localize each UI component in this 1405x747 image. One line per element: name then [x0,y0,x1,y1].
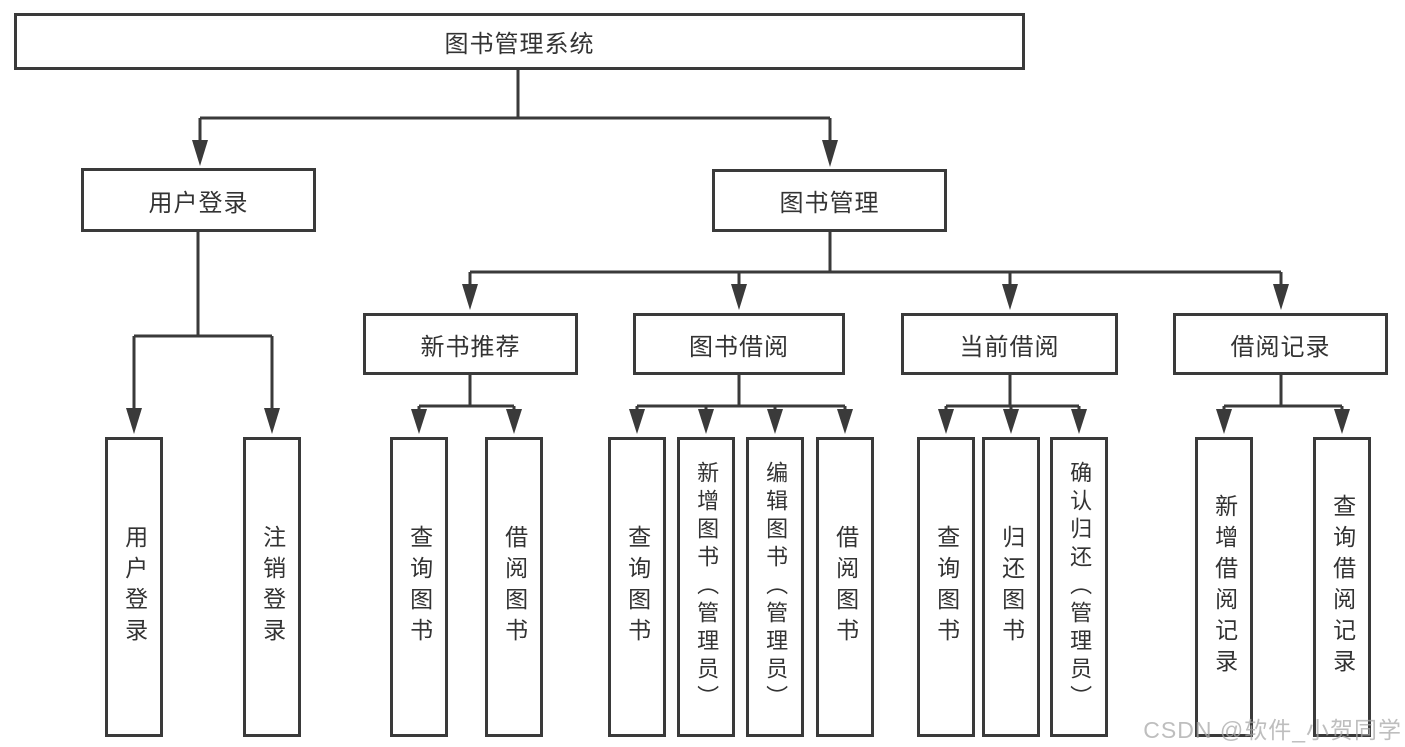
node-leaf-current-query-book-label: 查询图书 [933,525,960,649]
node-leaf-recommend-borrow-book: 借阅图书 [485,437,543,737]
node-leaf-add-book-admin: 新增图书（管理员） [677,437,735,737]
node-leaf-add-book-admin-label: 新增图书（管理员） [694,461,720,713]
connector-book-mgmt-split [462,232,1289,310]
node-book-management-label: 图书管理 [779,190,880,217]
node-leaf-query-borrow-record: 查询借阅记录 [1313,437,1371,737]
node-leaf-current-query-book: 查询图书 [917,437,975,737]
node-leaf-confirm-return-admin: 确认归还（管理员） [1050,437,1108,737]
node-current-borrow: 当前借阅 [901,313,1118,375]
node-leaf-recommend-query-book-label: 查询图书 [406,525,433,649]
node-leaf-borrow-query-book-label: 查询图书 [624,525,651,649]
node-leaf-add-borrow-record-label: 新增借阅记录 [1211,494,1238,680]
node-borrow-records-label: 借阅记录 [1230,333,1331,361]
connector-borrow-records-split [1216,375,1350,434]
node-book-management: 图书管理 [712,169,947,232]
node-leaf-return-book: 归还图书 [982,437,1040,737]
node-leaf-return-book-label: 归还图书 [998,525,1025,649]
node-leaf-user-login-label: 用户登录 [121,525,148,649]
connector-new-book-rec-split [411,375,522,434]
node-book-borrow: 图书借阅 [633,313,845,375]
node-leaf-logout: 注销登录 [243,437,301,737]
node-user-login: 用户登录 [81,168,316,232]
node-root-system-label: 图书管理系统 [444,31,595,58]
connector-book-borrow-split [629,375,853,434]
node-leaf-borrow-book-label: 借阅图书 [832,525,859,649]
node-leaf-edit-book-admin-label: 编辑图书（管理员） [763,461,789,713]
node-root-system: 图书管理系统 [14,13,1025,70]
node-book-borrow-label: 图书借阅 [689,333,789,361]
node-borrow-records: 借阅记录 [1173,313,1388,375]
node-leaf-borrow-query-book: 查询图书 [608,437,666,737]
connector-user-login-split [126,232,280,434]
connector-current-borrow-split [938,375,1087,434]
node-leaf-logout-label: 注销登录 [259,525,286,649]
node-new-book-recommend: 新书推荐 [363,313,578,375]
node-leaf-recommend-query-book: 查询图书 [390,437,448,737]
node-leaf-confirm-return-admin-label: 确认归还（管理员） [1067,461,1093,713]
node-new-book-recommend-label: 新书推荐 [420,333,521,361]
csdn-watermark: CSDN @软件_小贺同学 [1143,717,1402,743]
node-current-borrow-label: 当前借阅 [959,333,1060,361]
node-leaf-recommend-borrow-book-label: 借阅图书 [501,525,528,649]
connector-root-split [192,70,838,167]
node-leaf-edit-book-admin: 编辑图书（管理员） [746,437,804,737]
node-leaf-borrow-book: 借阅图书 [816,437,874,737]
node-leaf-add-borrow-record: 新增借阅记录 [1195,437,1253,737]
node-user-login-label: 用户登录 [148,189,249,217]
node-leaf-query-borrow-record-label: 查询借阅记录 [1329,494,1356,680]
node-leaf-user-login: 用户登录 [105,437,163,737]
